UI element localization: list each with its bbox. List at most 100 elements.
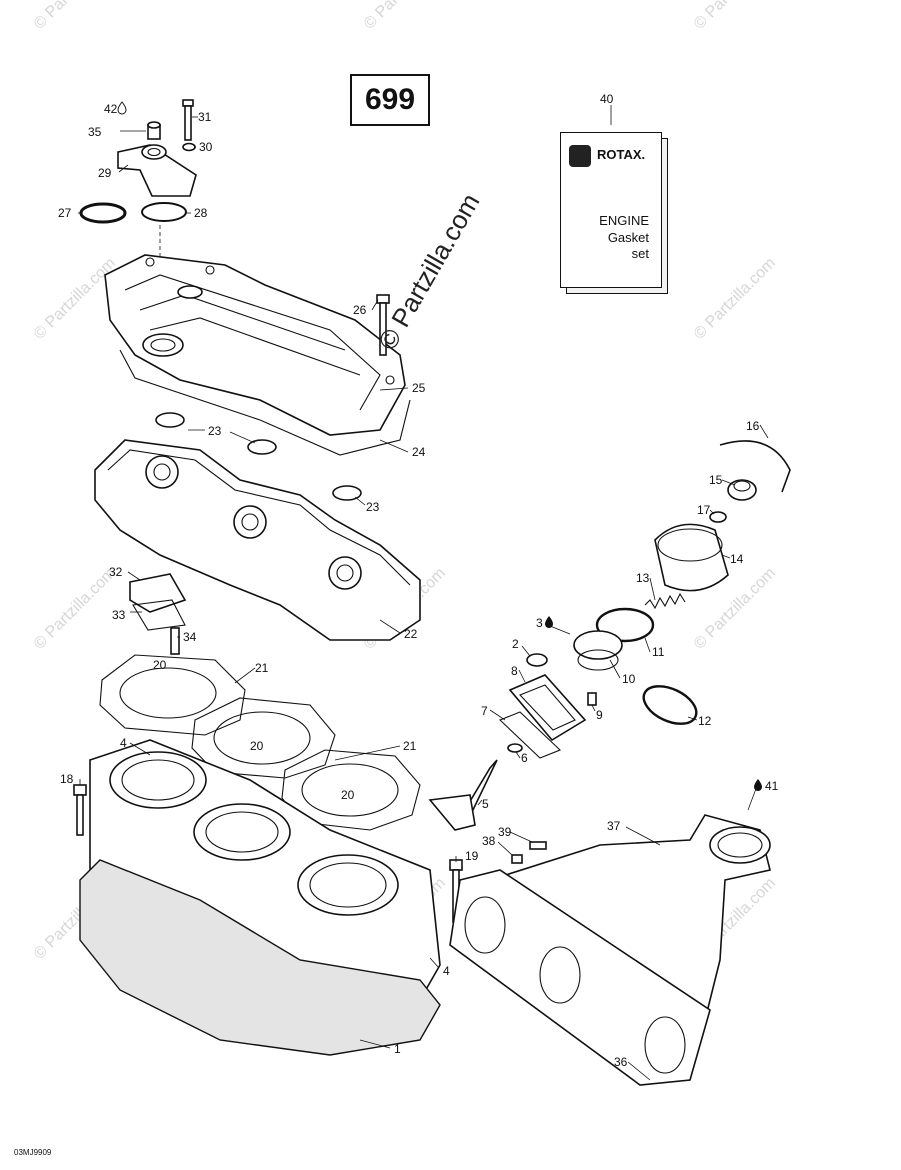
screw-34[interactable] [170, 627, 180, 655]
callout-21b: 21 [403, 739, 417, 753]
bolt-26[interactable] [376, 294, 390, 356]
callout-2: 2 [512, 637, 519, 651]
manifold-gasket[interactable] [449, 869, 711, 1086]
o-ring-23c[interactable] [332, 485, 362, 501]
cap-15[interactable] [727, 479, 757, 501]
screw-9[interactable] [587, 692, 597, 706]
gasket-7[interactable] [498, 711, 562, 759]
callout-25: 25 [412, 381, 426, 395]
sealant-drop-icon [545, 616, 553, 628]
o-ring-23a[interactable] [155, 412, 185, 428]
spring-13[interactable] [644, 592, 686, 610]
stud-18[interactable] [73, 784, 87, 836]
callout-18: 18 [60, 772, 74, 786]
washer-30[interactable] [182, 142, 196, 152]
clip-16[interactable] [719, 440, 791, 493]
valve-cover-14[interactable] [654, 523, 729, 592]
callout-12: 12 [698, 714, 712, 728]
kit-title-line-1: ENGINE [599, 213, 649, 228]
plate-32[interactable] [129, 573, 187, 613]
callout-11: 11 [652, 645, 665, 659]
callout-24: 24 [412, 445, 426, 459]
callout-7: 7 [481, 704, 488, 718]
callout-37: 37 [607, 819, 621, 833]
callout-6: 6 [521, 751, 528, 765]
head-gasket-set[interactable] [99, 654, 421, 831]
footer-code: 03MJ9909 [14, 1148, 52, 1157]
callout-8: 8 [511, 664, 518, 678]
reed-valve-8[interactable] [508, 674, 587, 742]
callout-13: 13 [636, 571, 650, 585]
callout-41: 41 [765, 779, 779, 793]
nut-38-bolt-39[interactable] [511, 841, 547, 864]
callout-42: 42 [104, 102, 118, 116]
callout-9: 9 [596, 708, 603, 722]
watermark-text: © Partzilla.com [691, 255, 779, 343]
watermark-text: © Partzilla.com [31, 0, 119, 33]
water-outlet-elbow[interactable] [117, 144, 197, 197]
o-ring-17[interactable] [709, 511, 727, 523]
callout-20b: 20 [250, 739, 264, 753]
sealant-drop-icon [754, 779, 762, 791]
callout-21a: 21 [255, 661, 269, 675]
rotax-logo-icon [569, 145, 591, 167]
o-ring-12[interactable] [638, 679, 702, 732]
valve-piston-10[interactable] [573, 630, 623, 671]
callout-4a: 4 [120, 736, 127, 750]
callout-33: 33 [112, 608, 126, 622]
o-ring-6[interactable] [507, 743, 523, 753]
diagram-number: 699 [350, 74, 430, 126]
kit-title-line-3: set [631, 246, 649, 261]
callout-27: 27 [58, 206, 72, 220]
callout-23a: 23 [208, 424, 222, 438]
callout-29: 29 [98, 166, 112, 180]
callout-28: 28 [194, 206, 208, 220]
callout-20a: 20 [153, 658, 167, 672]
bolt-31[interactable] [182, 99, 194, 141]
o-ring-2[interactable] [526, 653, 548, 667]
watermark-text: © Partzilla.com [361, 0, 449, 33]
o-ring-27[interactable] [79, 202, 127, 224]
shaft-5[interactable] [428, 759, 498, 831]
cylinder-head[interactable] [94, 439, 421, 641]
callout-5: 5 [482, 797, 489, 811]
callout-22: 22 [404, 627, 418, 641]
callout-32: 32 [109, 565, 123, 579]
callout-4b: 4 [443, 964, 450, 978]
fitting-35[interactable] [147, 121, 161, 140]
callout-23b: 23 [366, 500, 380, 514]
callout-16: 16 [746, 419, 760, 433]
callout-20c: 20 [341, 788, 355, 802]
callout-1: 1 [394, 1042, 401, 1056]
callout-17: 17 [697, 503, 711, 517]
callout-26: 26 [353, 303, 367, 317]
o-ring-23b[interactable] [247, 439, 277, 455]
sealant-drop-icon [117, 101, 127, 115]
callout-40: 40 [600, 92, 614, 106]
watermark-text: © Partzilla.com [31, 565, 119, 653]
engine-gasket-set-card[interactable]: ROTAX. ENGINE Gasket set [560, 132, 670, 294]
kit-brand: ROTAX. [597, 147, 646, 162]
callout-31: 31 [198, 110, 212, 124]
cover-gasket-24[interactable] [119, 349, 411, 456]
gasket-33[interactable] [132, 599, 186, 631]
callout-labels: 42 35 31 30 29 27 28 40 26 25 23 24 23 3… [58, 92, 779, 1069]
callout-15: 15 [709, 473, 723, 487]
callout-19: 19 [465, 849, 479, 863]
callout-3: 3 [536, 616, 543, 630]
callout-36: 36 [614, 1055, 628, 1069]
callout-30: 30 [199, 140, 213, 154]
callout-10: 10 [622, 672, 636, 686]
gasket-28[interactable] [141, 202, 187, 222]
watermark-text: © Partzilla.com [691, 0, 779, 33]
card-face: ROTAX. ENGINE Gasket set [560, 132, 662, 288]
watermark-text: © Partzilla.com [31, 255, 119, 343]
callout-39: 39 [498, 825, 512, 839]
cylinder-block[interactable] [79, 739, 441, 1056]
callout-35: 35 [88, 125, 102, 139]
cylinder-head-cover[interactable] [104, 254, 406, 436]
leader-lines [78, 105, 769, 1081]
callout-34: 34 [183, 630, 197, 644]
callout-14: 14 [730, 552, 744, 566]
